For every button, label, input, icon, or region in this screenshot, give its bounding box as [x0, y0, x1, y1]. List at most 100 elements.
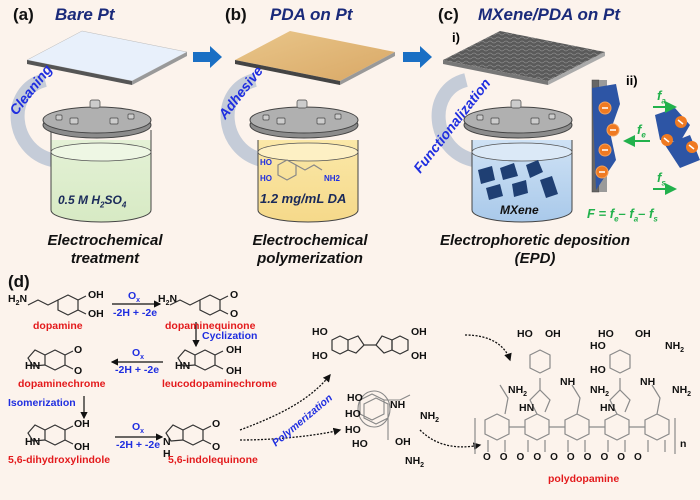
reagent-cond-2: -2H + -2e: [115, 364, 160, 376]
polymer-ho-3: HO: [590, 340, 606, 352]
polymer-nh-2: NH: [640, 376, 656, 388]
dimer-oh-1: OH: [411, 326, 427, 338]
force-fa: fa: [657, 88, 666, 106]
polymerization-arrows: [239, 334, 512, 451]
panel-label-b: (b): [225, 5, 247, 24]
panel-title-b: PDA on Pt: [270, 5, 353, 24]
sub-label-i: i): [452, 30, 460, 45]
atom-o-4: O: [74, 365, 83, 377]
process-arrow-a-to-b: [193, 46, 222, 68]
atom-h2n-2: H2N: [158, 293, 178, 308]
polymer-hn-1: HN: [519, 402, 535, 414]
step-isomerization: Isomerization: [8, 397, 76, 409]
dimer-ho-2: HO: [312, 350, 328, 362]
solution-c: MXene: [500, 203, 539, 217]
polymer-hn-2: HN: [600, 402, 616, 414]
tetramer-ho-2: HO: [345, 408, 361, 420]
beaker-b: [249, 99, 359, 223]
step-cyclization: Cyclization: [202, 330, 258, 342]
compound-5-6-indolequinone: 5,6-indolequinone: [168, 454, 258, 466]
polymer-oh-2: OH: [635, 328, 651, 340]
mol-ho-2: HO: [260, 174, 272, 183]
force-equation: F = fe– fa– fs: [587, 206, 658, 224]
reaction-arrows: [80, 300, 200, 441]
polymer-nh-1: NH: [560, 376, 576, 388]
reagent-cond-3: -2H + -2e: [116, 439, 161, 451]
tetramer-oh: OH: [395, 436, 411, 448]
atom-oh-1: OH: [88, 289, 104, 301]
atom-hn-3: HN: [25, 436, 41, 448]
atom-oh-5: OH: [74, 418, 90, 430]
free-mxene-flakes: [655, 108, 700, 168]
polymer-nh2-4: NH2: [672, 384, 692, 399]
polymer-nh2-2: NH2: [508, 384, 528, 399]
mxene-pda-pt-plate: [443, 31, 605, 85]
dimer-oh-2: OH: [411, 350, 427, 362]
polymer-ho-1: HO: [517, 328, 533, 340]
tetramer-nh2-2: NH2: [405, 455, 425, 470]
mol-nh2: NH2: [324, 174, 341, 183]
cleaning-curve-arrow: [10, 73, 55, 167]
tetramer-nh: NH: [390, 399, 406, 411]
bare-pt-plate: [26, 30, 188, 85]
scheme-bonds: [27, 294, 409, 446]
polymer-nh2-3: NH2: [590, 384, 610, 399]
panel-label-a: (a): [13, 5, 34, 24]
tetramer-ho-1: HO: [347, 392, 363, 404]
mol-ho-1: HO: [260, 158, 272, 167]
epd-electrode: [591, 79, 620, 193]
compound-polydopamine: polydopamine: [548, 473, 620, 485]
atom-oh-6: OH: [74, 441, 90, 453]
compound-5-6-dihydroxylindole: 5,6-dihydroxylindole: [8, 454, 111, 466]
tetramer-structure: [357, 390, 411, 440]
panel-label-c: (c): [438, 5, 459, 24]
force-fs: fs: [657, 170, 666, 188]
solution-a: 0.5 M H2SO4: [58, 193, 127, 210]
tetramer-ho-3: HO: [345, 424, 361, 436]
atom-h2n-1: H2N: [8, 293, 28, 308]
panel-label-d: (d): [8, 272, 30, 291]
polydopamine-structure: [474, 349, 676, 454]
tetramer-ho-4: HO: [352, 438, 368, 450]
pda-pt-plate: [235, 31, 395, 85]
beaker-a: [42, 99, 152, 223]
compound-leucodopaminechrome: leucodopaminechrome: [162, 378, 277, 390]
atom-oh-4: OH: [226, 365, 242, 377]
functionalization-curve-arrow: [431, 73, 476, 167]
force-fe: fe: [637, 122, 646, 140]
polymer-repeat-n: n: [680, 438, 687, 450]
caption-c: Electrophoretic deposition(EPD): [439, 232, 631, 267]
mxene-flakes: [478, 160, 558, 200]
polymer-oh-1: OH: [545, 328, 561, 340]
reagent-ox-1: Ox: [128, 290, 141, 305]
polymer-nh2-1: NH2: [665, 340, 685, 355]
polymer-ho-2: HO: [598, 328, 614, 340]
compound-dopaminequinone: dopaminequinone: [165, 320, 256, 332]
atom-hn-1: HN: [175, 360, 191, 372]
atom-o-6: O: [212, 441, 221, 453]
panel-title-a: Bare Pt: [55, 5, 115, 24]
compound-dopamine: dopamine: [33, 320, 83, 332]
beaker-c: [463, 99, 573, 223]
atom-oh-2: OH: [88, 308, 104, 320]
polymer-ho-4: HO: [590, 364, 606, 376]
atom-oh-3: OH: [226, 344, 242, 356]
reagent-ox-2: Ox: [132, 347, 145, 362]
adhesive-curve-arrow: [220, 73, 265, 167]
atom-o-2: O: [230, 308, 239, 320]
atom-o-3: O: [74, 344, 83, 356]
sub-label-ii: ii): [626, 73, 638, 88]
reagent-ox-3: Ox: [132, 421, 145, 436]
solution-b: 1.2 mg/mL DA: [260, 191, 347, 206]
reagent-cond-1: -2H + -2e: [113, 307, 158, 319]
atom-hn-2: HN: [25, 360, 41, 372]
atom-o-5: O: [212, 418, 221, 430]
dimer-ho-1: HO: [312, 326, 328, 338]
atom-o-1: O: [230, 289, 239, 301]
process-arrow-b-to-c: [403, 46, 432, 68]
polymer-o-row: OOOOOOOOOO: [483, 452, 651, 463]
compound-dopaminechrome: dopaminechrome: [18, 378, 106, 390]
